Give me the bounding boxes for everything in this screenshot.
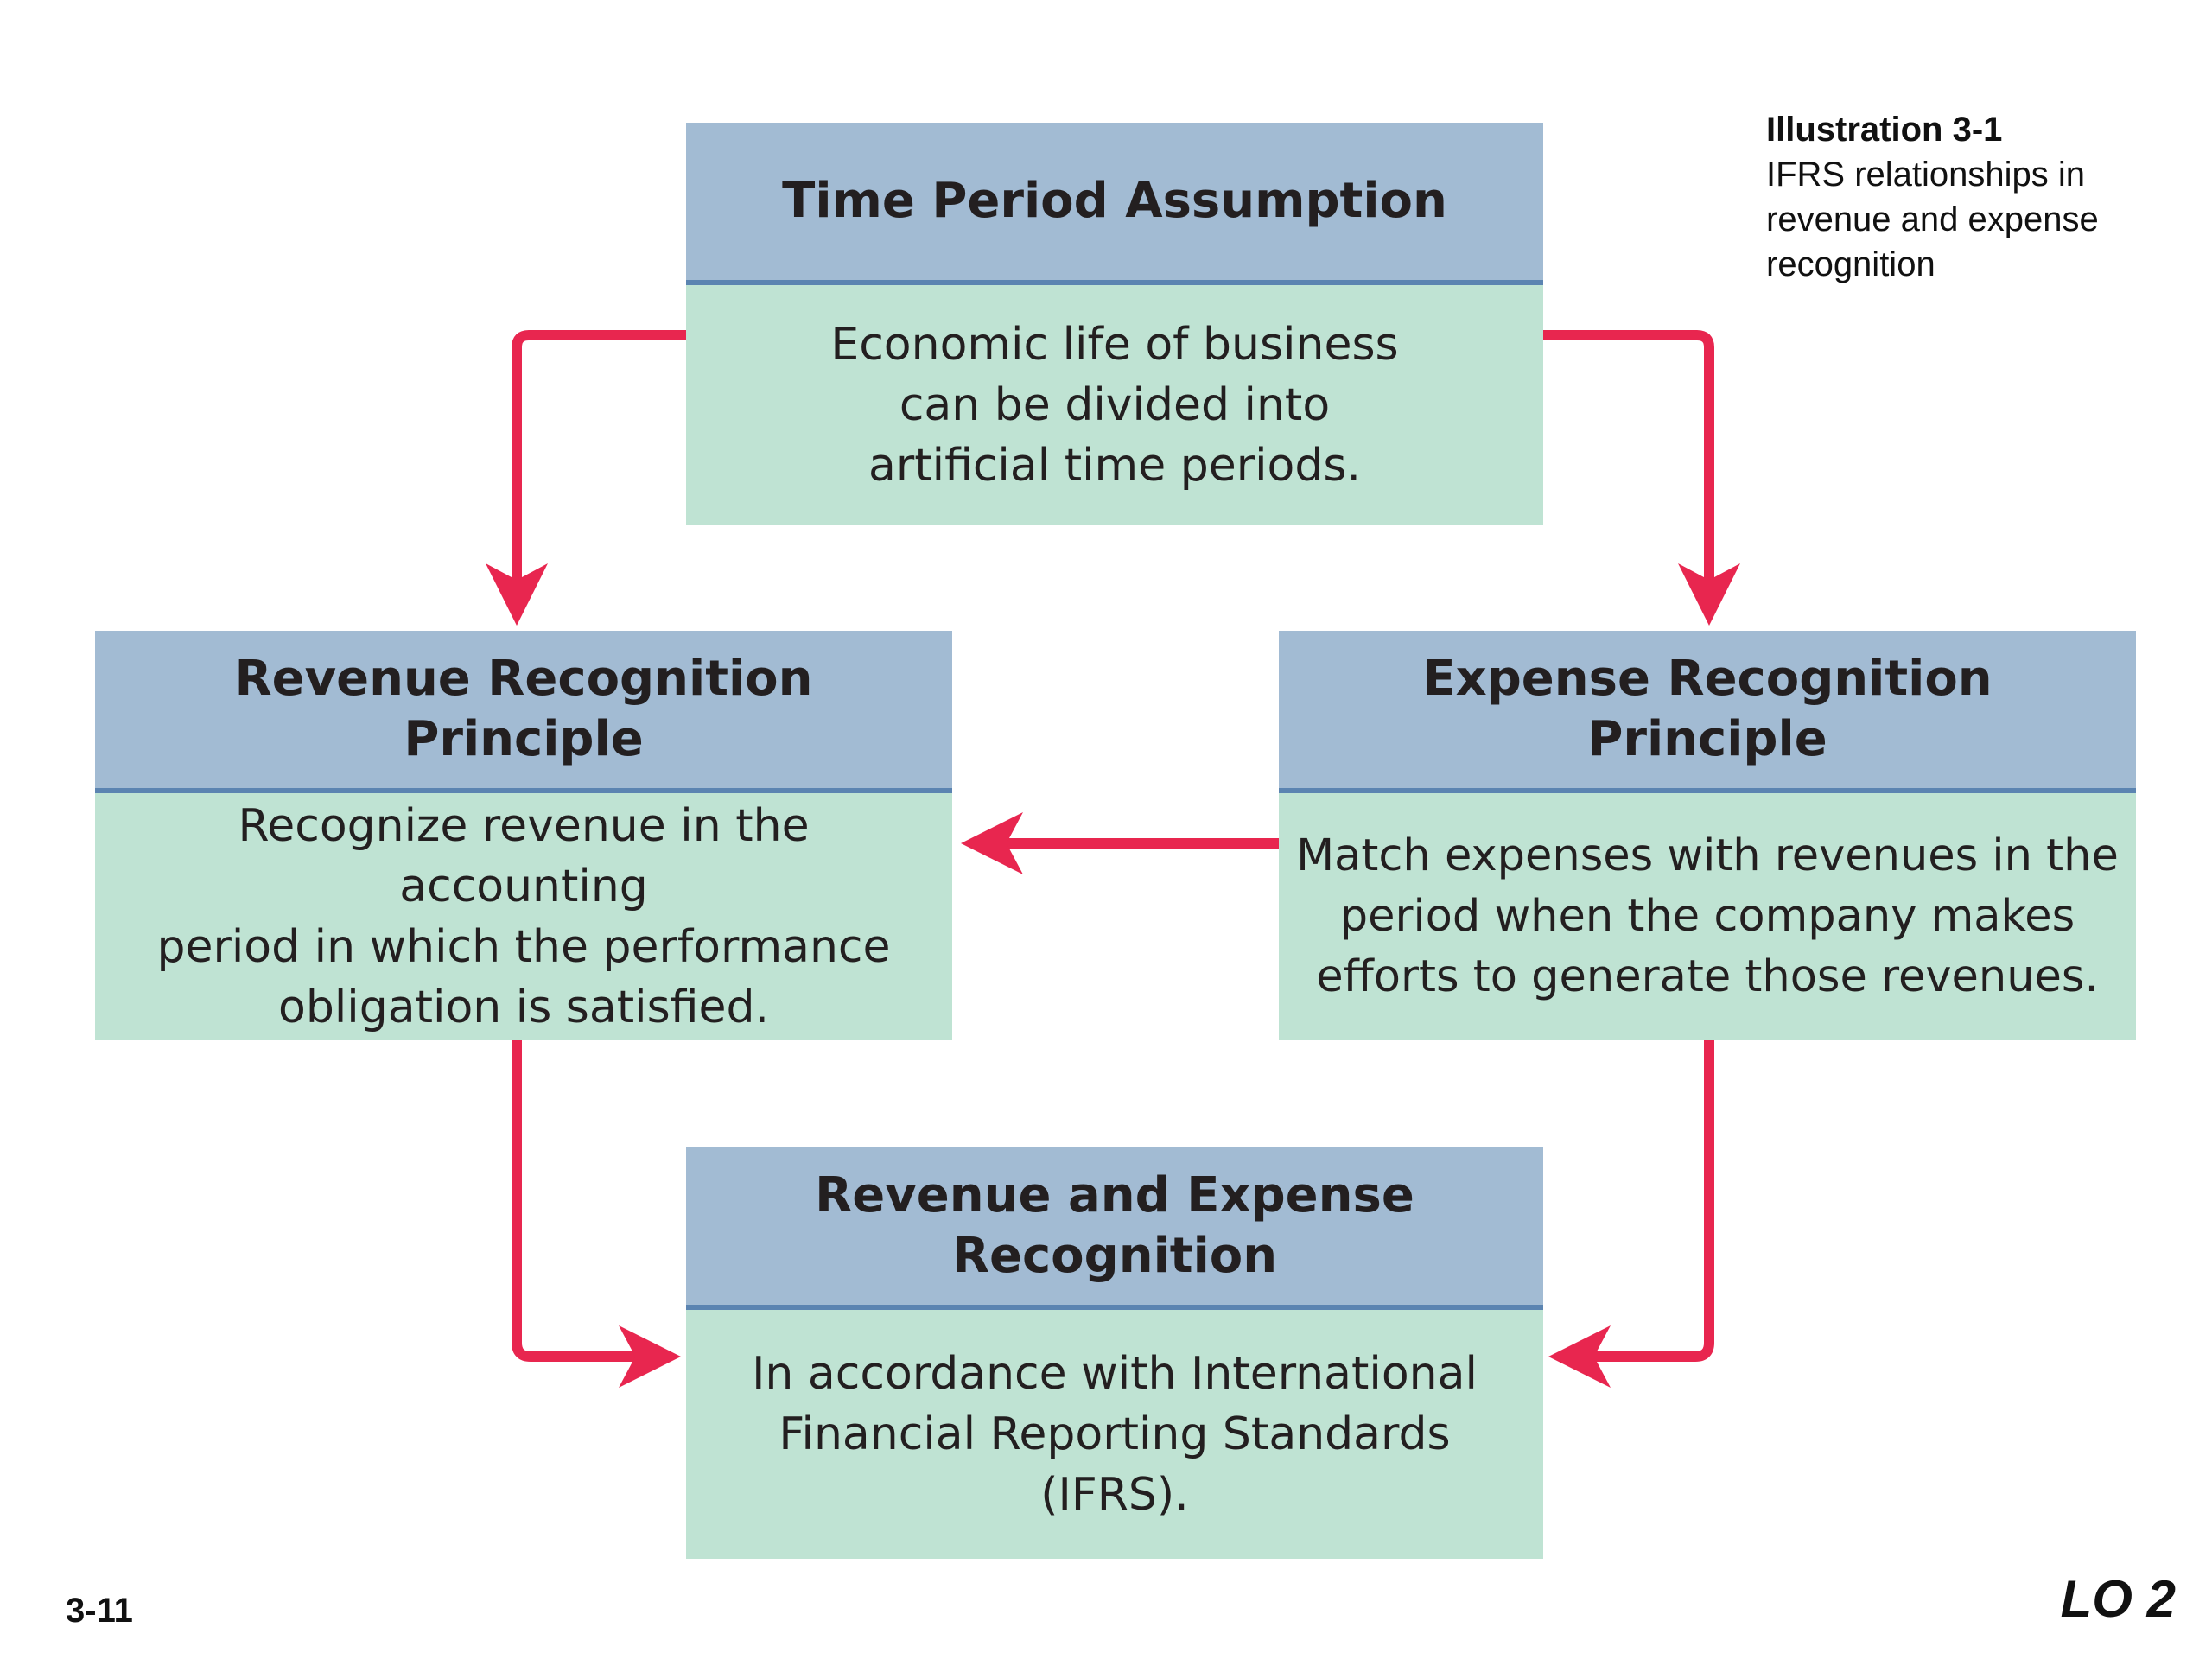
expense-recognition-principle-title: Expense Recognition Principle: [1422, 651, 1993, 767]
arrow-expense-to-result: [1548, 1040, 1714, 1388]
time-period-assumption-title: Time Period Assumption: [782, 173, 1447, 229]
revenue-recognition-principle-box: Revenue Recognition Principle Recognize …: [95, 631, 952, 1040]
illustration-number: Illustration 3-1: [1766, 111, 2003, 149]
revenue-and-expense-recognition-description: In accordance with International Financi…: [686, 1310, 1543, 1559]
revenue-and-expense-recognition-box: Revenue and Expense Recognition In accor…: [686, 1147, 1543, 1559]
time-period-assumption-box: Time Period Assumption Economic life of …: [686, 123, 1543, 525]
illustration-description: IFRS relationships in revenue and expens…: [1766, 156, 2099, 283]
time-period-assumption-description: Economic life of business can be divided…: [686, 285, 1543, 525]
arrow-revenue-to-result: [512, 1040, 681, 1388]
revenue-and-expense-recognition-heading: Revenue and Expense Recognition: [686, 1147, 1543, 1310]
time-period-assumption-heading: Time Period Assumption: [686, 123, 1543, 285]
arrow-time-to-revenue: [486, 330, 686, 626]
expense-recognition-principle-heading: Expense Recognition Principle: [1279, 631, 2136, 793]
revenue-recognition-principle-title: Revenue Recognition Principle: [234, 651, 813, 767]
learning-objective-label: LO 2: [2060, 1570, 2176, 1628]
revenue-recognition-principle-heading: Revenue Recognition Principle: [95, 631, 952, 793]
revenue-recognition-principle-description: Recognize revenue in the accounting peri…: [95, 793, 952, 1040]
expense-recognition-principle-box: Expense Recognition Principle Match expe…: [1279, 631, 2136, 1040]
illustration-caption: Illustration 3-1 IFRS relationships in r…: [1766, 107, 2181, 287]
arrow-time-to-expense: [1543, 330, 1740, 626]
slide-number: 3-11: [66, 1592, 133, 1630]
revenue-and-expense-recognition-title: Revenue and Expense Recognition: [815, 1167, 1414, 1284]
expense-recognition-principle-description: Match expenses with revenues in the peri…: [1279, 793, 2136, 1040]
